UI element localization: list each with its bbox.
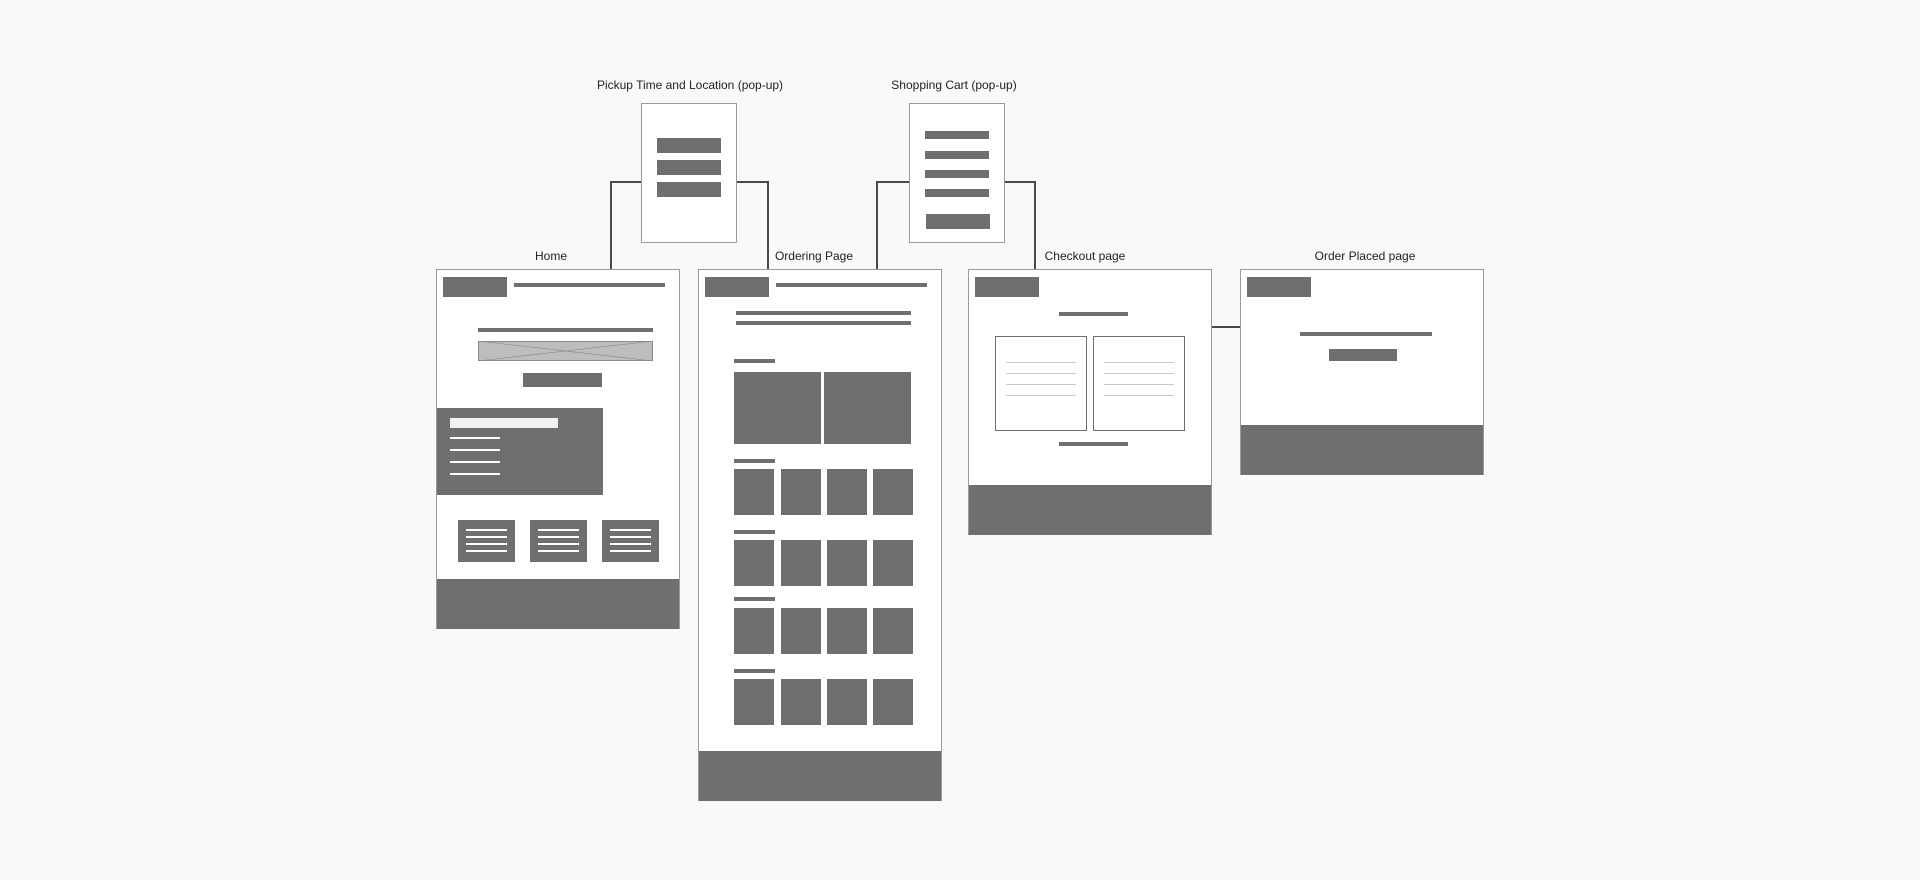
ordering-featured-item [824, 372, 911, 444]
checkout-footer [969, 485, 1211, 535]
cart-popup-frame [909, 103, 1005, 243]
order-placed-logo [1247, 277, 1311, 297]
ordering-menu-item [873, 608, 913, 654]
connector-pickup-left-v [610, 181, 612, 269]
ordering-menu-item [827, 608, 867, 654]
cart-item-line [925, 131, 989, 139]
ordering-menu-item [873, 679, 913, 725]
home-feature-line [450, 437, 500, 439]
checkout-payment-card [1093, 336, 1185, 431]
ordering-page-label: Ordering Page [774, 249, 854, 263]
cart-item-line [925, 189, 989, 197]
pickup-popup-label: Pickup Time and Location (pop-up) [596, 78, 784, 92]
checkout-summary-card [995, 336, 1087, 431]
ordering-section-title [734, 669, 775, 673]
checkout-page-frame [968, 269, 1212, 535]
home-footer [437, 579, 679, 629]
order-placed-button [1329, 349, 1397, 361]
checkout-submit-line [1059, 442, 1128, 446]
ordering-heading-line [736, 311, 911, 315]
ordering-menu-item [781, 608, 821, 654]
connector-cart-left-v [876, 181, 878, 269]
order-placed-footer [1241, 425, 1483, 475]
home-feature-line [450, 461, 500, 463]
pickup-option-bar [657, 182, 721, 197]
home-hero-image-placeholder [478, 341, 653, 361]
connector-checkout-order-placed [1212, 326, 1240, 328]
ordering-menu-item [734, 608, 774, 654]
home-feature-title [450, 418, 558, 428]
home-card [458, 520, 515, 562]
connector-pickup-right-h [736, 181, 769, 183]
connector-cart-right-h [1004, 181, 1036, 183]
connector-pickup-right-v [767, 181, 769, 269]
ordering-logo [705, 277, 769, 297]
ordering-section-title [734, 359, 775, 363]
ordering-section-title [734, 597, 775, 601]
ordering-menu-item [827, 679, 867, 725]
cart-popup-label: Shopping Cart (pop-up) [891, 78, 1017, 92]
home-heading-line [478, 328, 653, 332]
home-cta-button [523, 373, 602, 387]
ordering-section-title [734, 530, 775, 534]
connector-pickup-left-h [611, 181, 641, 183]
pickup-option-bar [657, 138, 721, 153]
pickup-popup-frame [641, 103, 737, 243]
ordering-menu-item [873, 469, 913, 515]
ordering-menu-item [827, 540, 867, 586]
ordering-featured-item [734, 372, 821, 444]
cart-item-line [925, 151, 989, 159]
order-placed-page-frame [1240, 269, 1484, 475]
ordering-menu-item [734, 469, 774, 515]
order-placed-message-line [1300, 332, 1432, 336]
home-feature-line [450, 473, 500, 475]
ordering-menu-item [781, 679, 821, 725]
checkout-page-label: Checkout page [1044, 249, 1126, 263]
ordering-nav-bar [776, 283, 927, 287]
home-logo [443, 277, 507, 297]
home-label: Home [534, 249, 568, 263]
connector-cart-right-v [1034, 181, 1036, 269]
pickup-option-bar [657, 160, 721, 175]
checkout-heading-line [1059, 312, 1128, 316]
ordering-menu-item [734, 540, 774, 586]
ordering-menu-item [873, 540, 913, 586]
cart-checkout-button [926, 214, 990, 229]
ordering-page-frame [698, 269, 942, 801]
home-card [530, 520, 587, 562]
ordering-footer [699, 751, 941, 801]
home-nav-bar [514, 283, 665, 287]
connector-cart-left-h [877, 181, 909, 183]
checkout-logo [975, 277, 1039, 297]
home-feature-line [450, 449, 500, 451]
ordering-menu-item [781, 469, 821, 515]
ordering-menu-item [734, 679, 774, 725]
ordering-section-title [734, 459, 775, 463]
home-feature-panel [437, 408, 603, 495]
ordering-heading-line [736, 321, 911, 325]
ordering-menu-item [827, 469, 867, 515]
ordering-menu-item [781, 540, 821, 586]
order-placed-page-label: Order Placed page [1314, 249, 1416, 263]
cart-item-line [925, 170, 989, 178]
home-page-frame [436, 269, 680, 629]
home-card [602, 520, 659, 562]
